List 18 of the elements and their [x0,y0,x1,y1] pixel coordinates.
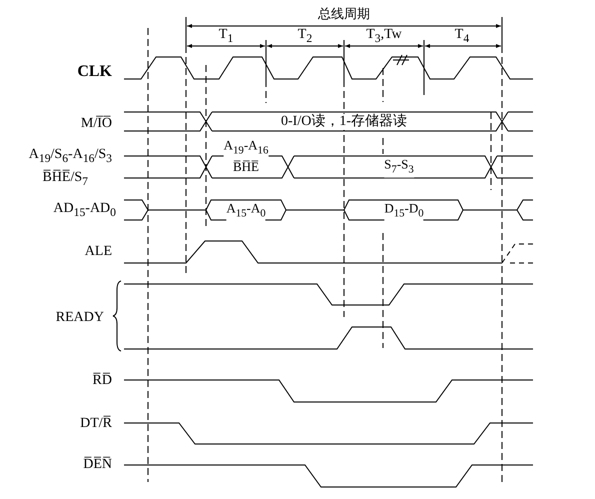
state-label: T$_{2}$ [298,27,312,47]
signal-label: ALE [84,244,112,260]
period-label: 总线周期 [318,6,370,22]
state-label: T$_{3}$,Tw [366,27,402,47]
signal-label: AD$_{15}$-AD$_{0}$ [53,201,116,221]
signal-label: READY [56,310,104,326]
bus-value-label: 0-I/O读，1-存储器读 [281,114,407,130]
state-label: T$_{4}$ [454,27,470,47]
signal-label: R̅D̅ [92,373,112,389]
bus-value-label: A$_{15}$-A$_{0}$ [226,200,266,222]
state-label: T$_{1}$ [218,27,234,47]
signal-label: A$_{19}$/S$_{6}$-A$_{16}$/S$_{3}$ [28,147,112,167]
signal-label: CLK [77,64,112,80]
signal-label: M/I̅O̅ [80,116,112,132]
signal-label: D̅E̅N̅ [83,457,112,473]
signal-label: B̅H̅E̅/S$_{7}$ [42,170,88,190]
signal-label: DT/R̅ [80,416,112,432]
bus-value-label: A$_{19}$-A$_{16}$ [224,138,268,158]
